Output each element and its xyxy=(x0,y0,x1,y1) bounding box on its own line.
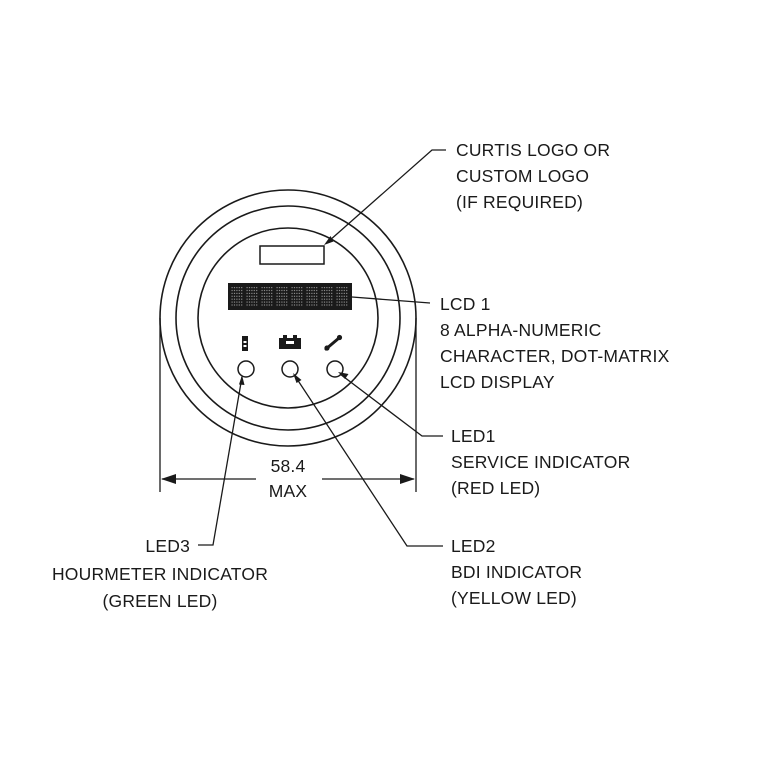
lcd-callout-line-1: LCD 1 xyxy=(440,294,491,314)
dimension-value: 58.4 xyxy=(271,456,306,476)
logo-box xyxy=(259,245,325,265)
led1-arrowhead xyxy=(338,372,349,379)
battery-icon xyxy=(279,335,301,349)
middle-bezel xyxy=(175,205,401,431)
lcd-callout-line-2: 8 ALPHA-NUMERIC xyxy=(440,320,602,340)
led2-callout: LED2 BDI INDICATOR (YELLOW LED) xyxy=(451,536,582,608)
lcd-character-cell xyxy=(261,287,273,306)
led1-callout: LED1 SERVICE INDICATOR (RED LED) xyxy=(451,426,630,498)
logo-arrowhead xyxy=(324,236,334,245)
led3-arrowhead xyxy=(239,375,245,385)
led2-callout-line-2: BDI INDICATOR xyxy=(451,562,582,582)
lcd-cells xyxy=(231,287,348,306)
lcd-character-cell xyxy=(336,287,348,306)
lcd-leader xyxy=(351,296,431,304)
led1-callout-line-1: LED1 xyxy=(451,426,496,446)
logo-callout: CURTIS LOGO OR CUSTOM LOGO (IF REQUIRED) xyxy=(456,140,610,212)
led2-leader xyxy=(294,375,443,547)
led3-callout: LED3 HOURMETER INDICATOR (GREEN LED) xyxy=(52,536,268,611)
gauge-body xyxy=(159,189,417,447)
led2-arrowhead xyxy=(293,373,302,383)
leader-arrowheads xyxy=(239,236,349,385)
logo-callout-line-3: (IF REQUIRED) xyxy=(456,192,583,212)
led1-leader xyxy=(339,373,443,437)
led2-callout-line-3: (YELLOW LED) xyxy=(451,588,577,608)
logo-callout-line-1: CURTIS LOGO OR xyxy=(456,140,610,160)
dimension-unit: MAX xyxy=(269,481,308,501)
inner-face xyxy=(197,227,379,409)
wrench-icon xyxy=(324,334,343,351)
lcd-character-cell xyxy=(321,287,333,306)
led3-callout-line-1: LED3 xyxy=(145,536,190,556)
lcd-character-cell xyxy=(231,287,243,306)
dimension-arrow-left xyxy=(161,474,176,484)
lcd-display xyxy=(228,283,352,310)
lcd-character-cell xyxy=(291,287,303,306)
dimension-arrow-right xyxy=(400,474,415,484)
led2-callout-line-1: LED2 xyxy=(451,536,496,556)
lcd-callout-line-3: CHARACTER, DOT-MATRIX xyxy=(440,346,670,366)
lcd-callout: LCD 1 8 ALPHA-NUMERIC CHARACTER, DOT-MAT… xyxy=(440,294,670,392)
dimension-58-4: 58.4 MAX xyxy=(159,318,417,501)
lcd-character-cell xyxy=(246,287,258,306)
led3-callout-line-2: HOURMETER INDICATOR xyxy=(52,564,268,584)
logo-callout-line-2: CUSTOM LOGO xyxy=(456,166,589,186)
led2-bdi xyxy=(281,360,299,378)
logo-leader xyxy=(328,149,446,242)
led1-service xyxy=(326,360,344,378)
led1-callout-line-2: SERVICE INDICATOR xyxy=(451,452,630,472)
lcd-character-cell xyxy=(276,287,288,306)
leader-lines xyxy=(198,149,446,547)
led3-leader xyxy=(198,376,243,546)
hourglass-icon xyxy=(242,336,248,351)
lcd-character-cell xyxy=(306,287,318,306)
led1-callout-line-3: (RED LED) xyxy=(451,478,540,498)
led3-hourmeter xyxy=(237,360,255,378)
lcd-callout-line-4: LCD DISPLAY xyxy=(440,372,555,392)
led3-callout-line-3: (GREEN LED) xyxy=(103,591,218,611)
